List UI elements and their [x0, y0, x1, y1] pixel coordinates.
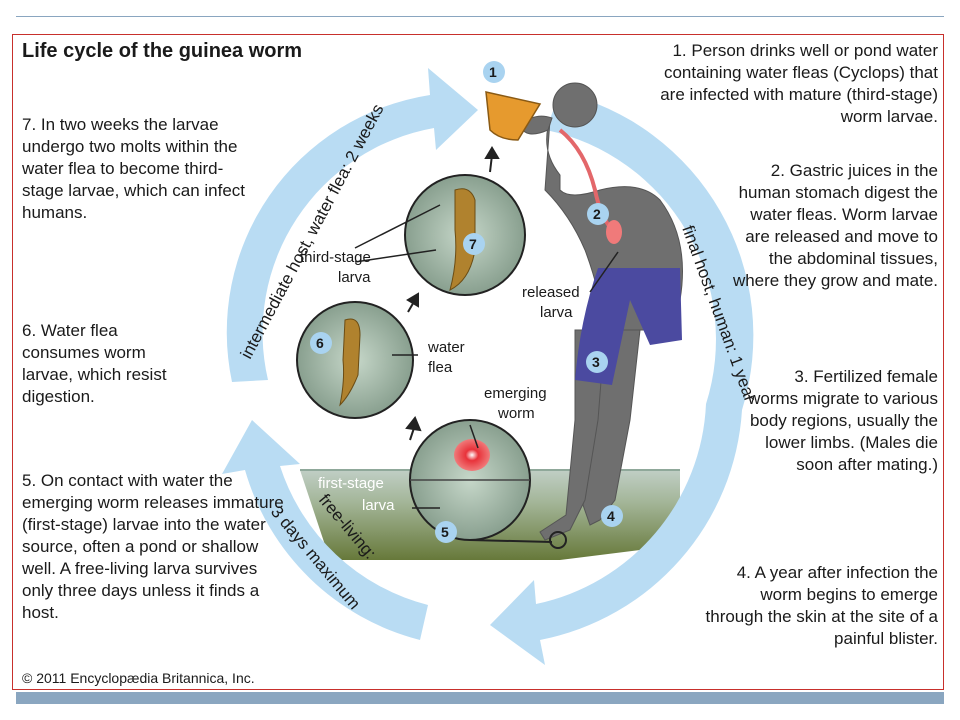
badge-4: 4: [607, 508, 615, 524]
label-first-stage: first-stage: [318, 475, 384, 492]
top-rule: [16, 16, 944, 17]
label-released-larva: larva: [540, 304, 573, 321]
figure-frame: [12, 34, 944, 690]
label-released: released: [522, 284, 580, 301]
step-4-text: 4. A year after infection the worm begin…: [705, 563, 938, 648]
copyright-notice: © 2011 Encyclopædia Britannica, Inc.: [22, 670, 255, 686]
cycle-arrows: [222, 68, 754, 665]
circle-emerging-worm-5: [409, 419, 531, 541]
label-emerging: emerging: [484, 385, 547, 402]
step-2-text: 2. Gastric juices in the human stomach d…: [732, 161, 938, 290]
step-6-text: 6. Water flea consumes worm larvae, whic…: [22, 321, 167, 406]
circle-water-flea-6: [296, 301, 414, 419]
badge-3: 3: [592, 354, 600, 370]
badge-6: 6: [316, 335, 324, 351]
badge-2: 2: [593, 206, 601, 222]
badge-1: 1: [489, 64, 497, 80]
flow-arrows: [405, 146, 500, 441]
label-flea: flea: [428, 359, 453, 376]
label-third-stage: third-stage: [300, 249, 371, 266]
step-3-text: 3. Fertilized female worms migrate to va…: [748, 367, 938, 474]
label-first-stage-larva: larva: [362, 497, 395, 514]
badge-5: 5: [441, 524, 449, 540]
arc-final: [490, 92, 754, 665]
label-water: water: [427, 339, 465, 356]
step-1-text: 1. Person drinks well or pond water cont…: [660, 41, 938, 126]
label-third-stage-larva: larva: [338, 269, 371, 286]
arc-free-living: [222, 420, 428, 640]
foot-target-circle: [549, 531, 567, 549]
bucket: [485, 91, 542, 141]
bottom-bar: [16, 692, 944, 704]
page-title: Life cycle of the guinea worm: [22, 40, 303, 62]
arc-intermediate: [226, 68, 478, 382]
badge-7: 7: [469, 236, 477, 252]
label-emerging-worm: worm: [497, 405, 535, 422]
step-badges: 1 2 3 4 5 6 7: [310, 61, 623, 543]
step-7-text: 7. In two weeks the larvae undergo two m…: [22, 115, 246, 222]
pointer-lines: [354, 204, 619, 509]
circle-larva-7: [404, 174, 526, 296]
step-5-text: 5. On contact with water the emerging wo…: [22, 471, 284, 622]
